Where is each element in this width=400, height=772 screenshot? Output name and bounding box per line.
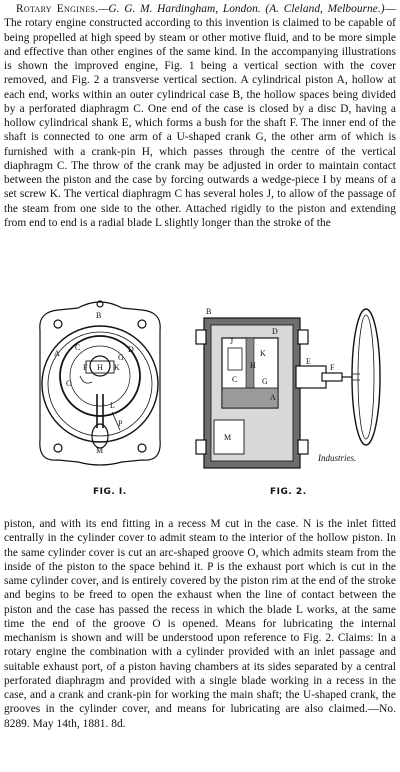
fig1-piston: [59, 335, 141, 417]
fig2-piston-rim: [221, 387, 279, 409]
fig1-letter-h: H: [97, 363, 103, 372]
fig1-recess: [91, 423, 109, 449]
fig2-hub: [352, 373, 360, 381]
fig1-bolt-hole: [53, 319, 63, 329]
fig1-blade: [96, 394, 104, 428]
fig1-letter-o: O: [66, 379, 72, 388]
fig1-bolt-hole: [137, 443, 147, 453]
fig1-letter-m: M: [96, 446, 103, 455]
fig1-letter-b: B: [96, 311, 101, 320]
paragraph-1: Rotary Engines.—G. G. M. Hardingham, Lon…: [4, 2, 396, 230]
fig1-letter-p: P: [118, 419, 123, 428]
fig1-labels: B A C D H K G F O L P M: [54, 311, 134, 455]
engine-drawing: B A C D H K G F O L P M: [39, 300, 381, 469]
fig1-letter-c: C: [75, 343, 80, 352]
fig1-bolt-hole: [53, 443, 63, 453]
fig1-wedge: [79, 375, 93, 384]
engraver-signature: Industries.: [318, 453, 357, 463]
engine-illustration: B A C D H K G F O L P M: [0, 290, 400, 512]
fig2-crank-arm: [227, 347, 243, 371]
fig1-inner-case: [47, 331, 153, 437]
fig1-letter-f: F: [83, 363, 88, 372]
fig2-bolt-bottom: [195, 439, 207, 455]
fig2-recess: [213, 419, 245, 455]
fig1-letter-a: A: [54, 349, 60, 358]
fig2-letter-h: H: [250, 361, 256, 370]
fig1-letter-d: D: [128, 345, 134, 354]
fig2-letter-g: G: [262, 377, 268, 386]
fig2-letter-b: B: [206, 307, 211, 316]
fig1-bolt-hole: [96, 300, 104, 308]
fig2-caption: FIG. 2.: [270, 487, 307, 497]
fig1-letter-k: K: [114, 363, 120, 372]
article-heading: Rotary Engines.: [16, 3, 99, 15]
fig2-letter-k: K: [260, 349, 266, 358]
fig1-letter-l: L: [110, 401, 115, 410]
fig2-flywheel: [351, 308, 381, 446]
fig1-outer-case: [41, 325, 159, 443]
fig2-letter-e: E: [306, 357, 311, 366]
fig1-crank: [85, 360, 115, 374]
fig2-letter-f: F: [330, 363, 335, 372]
fig2-bolt-top-right: [297, 329, 309, 345]
fig2-letter-d: D: [272, 327, 278, 336]
paragraph-1-body: —The rotary engine constructed according…: [4, 3, 396, 229]
fig1-diaphragm: [69, 345, 131, 407]
fig2-letter-j: J: [230, 337, 233, 346]
fig2-flywheel-rim: [357, 314, 375, 440]
fig2-bolt-bottom-right: [297, 439, 309, 455]
fig1-port: [111, 411, 121, 431]
fig1-crank-pin: [89, 355, 111, 377]
article-byline: —G. G. M. Hardingham, London. (A. Clelan…: [98, 3, 385, 15]
fig2-drawing: [195, 308, 381, 469]
fig1-caption: FIG. I.: [93, 487, 127, 497]
fig1-letter-g: G: [118, 353, 124, 362]
fig2-shaft: [321, 372, 343, 382]
fig1-drawing: [39, 300, 161, 466]
paragraph-2: piston, and with its end fitting in a re…: [4, 518, 396, 730]
fig2-labels: B J D K E F H C G M A: [206, 307, 335, 442]
fig2-bolt-top: [195, 329, 207, 345]
fig1-bolt-hole: [137, 319, 147, 329]
fig2-letter-c: C: [232, 375, 237, 384]
fig2-letter-a: A: [270, 393, 276, 402]
fig2-letter-m: M: [224, 433, 231, 442]
fig1-flange: [39, 301, 161, 466]
